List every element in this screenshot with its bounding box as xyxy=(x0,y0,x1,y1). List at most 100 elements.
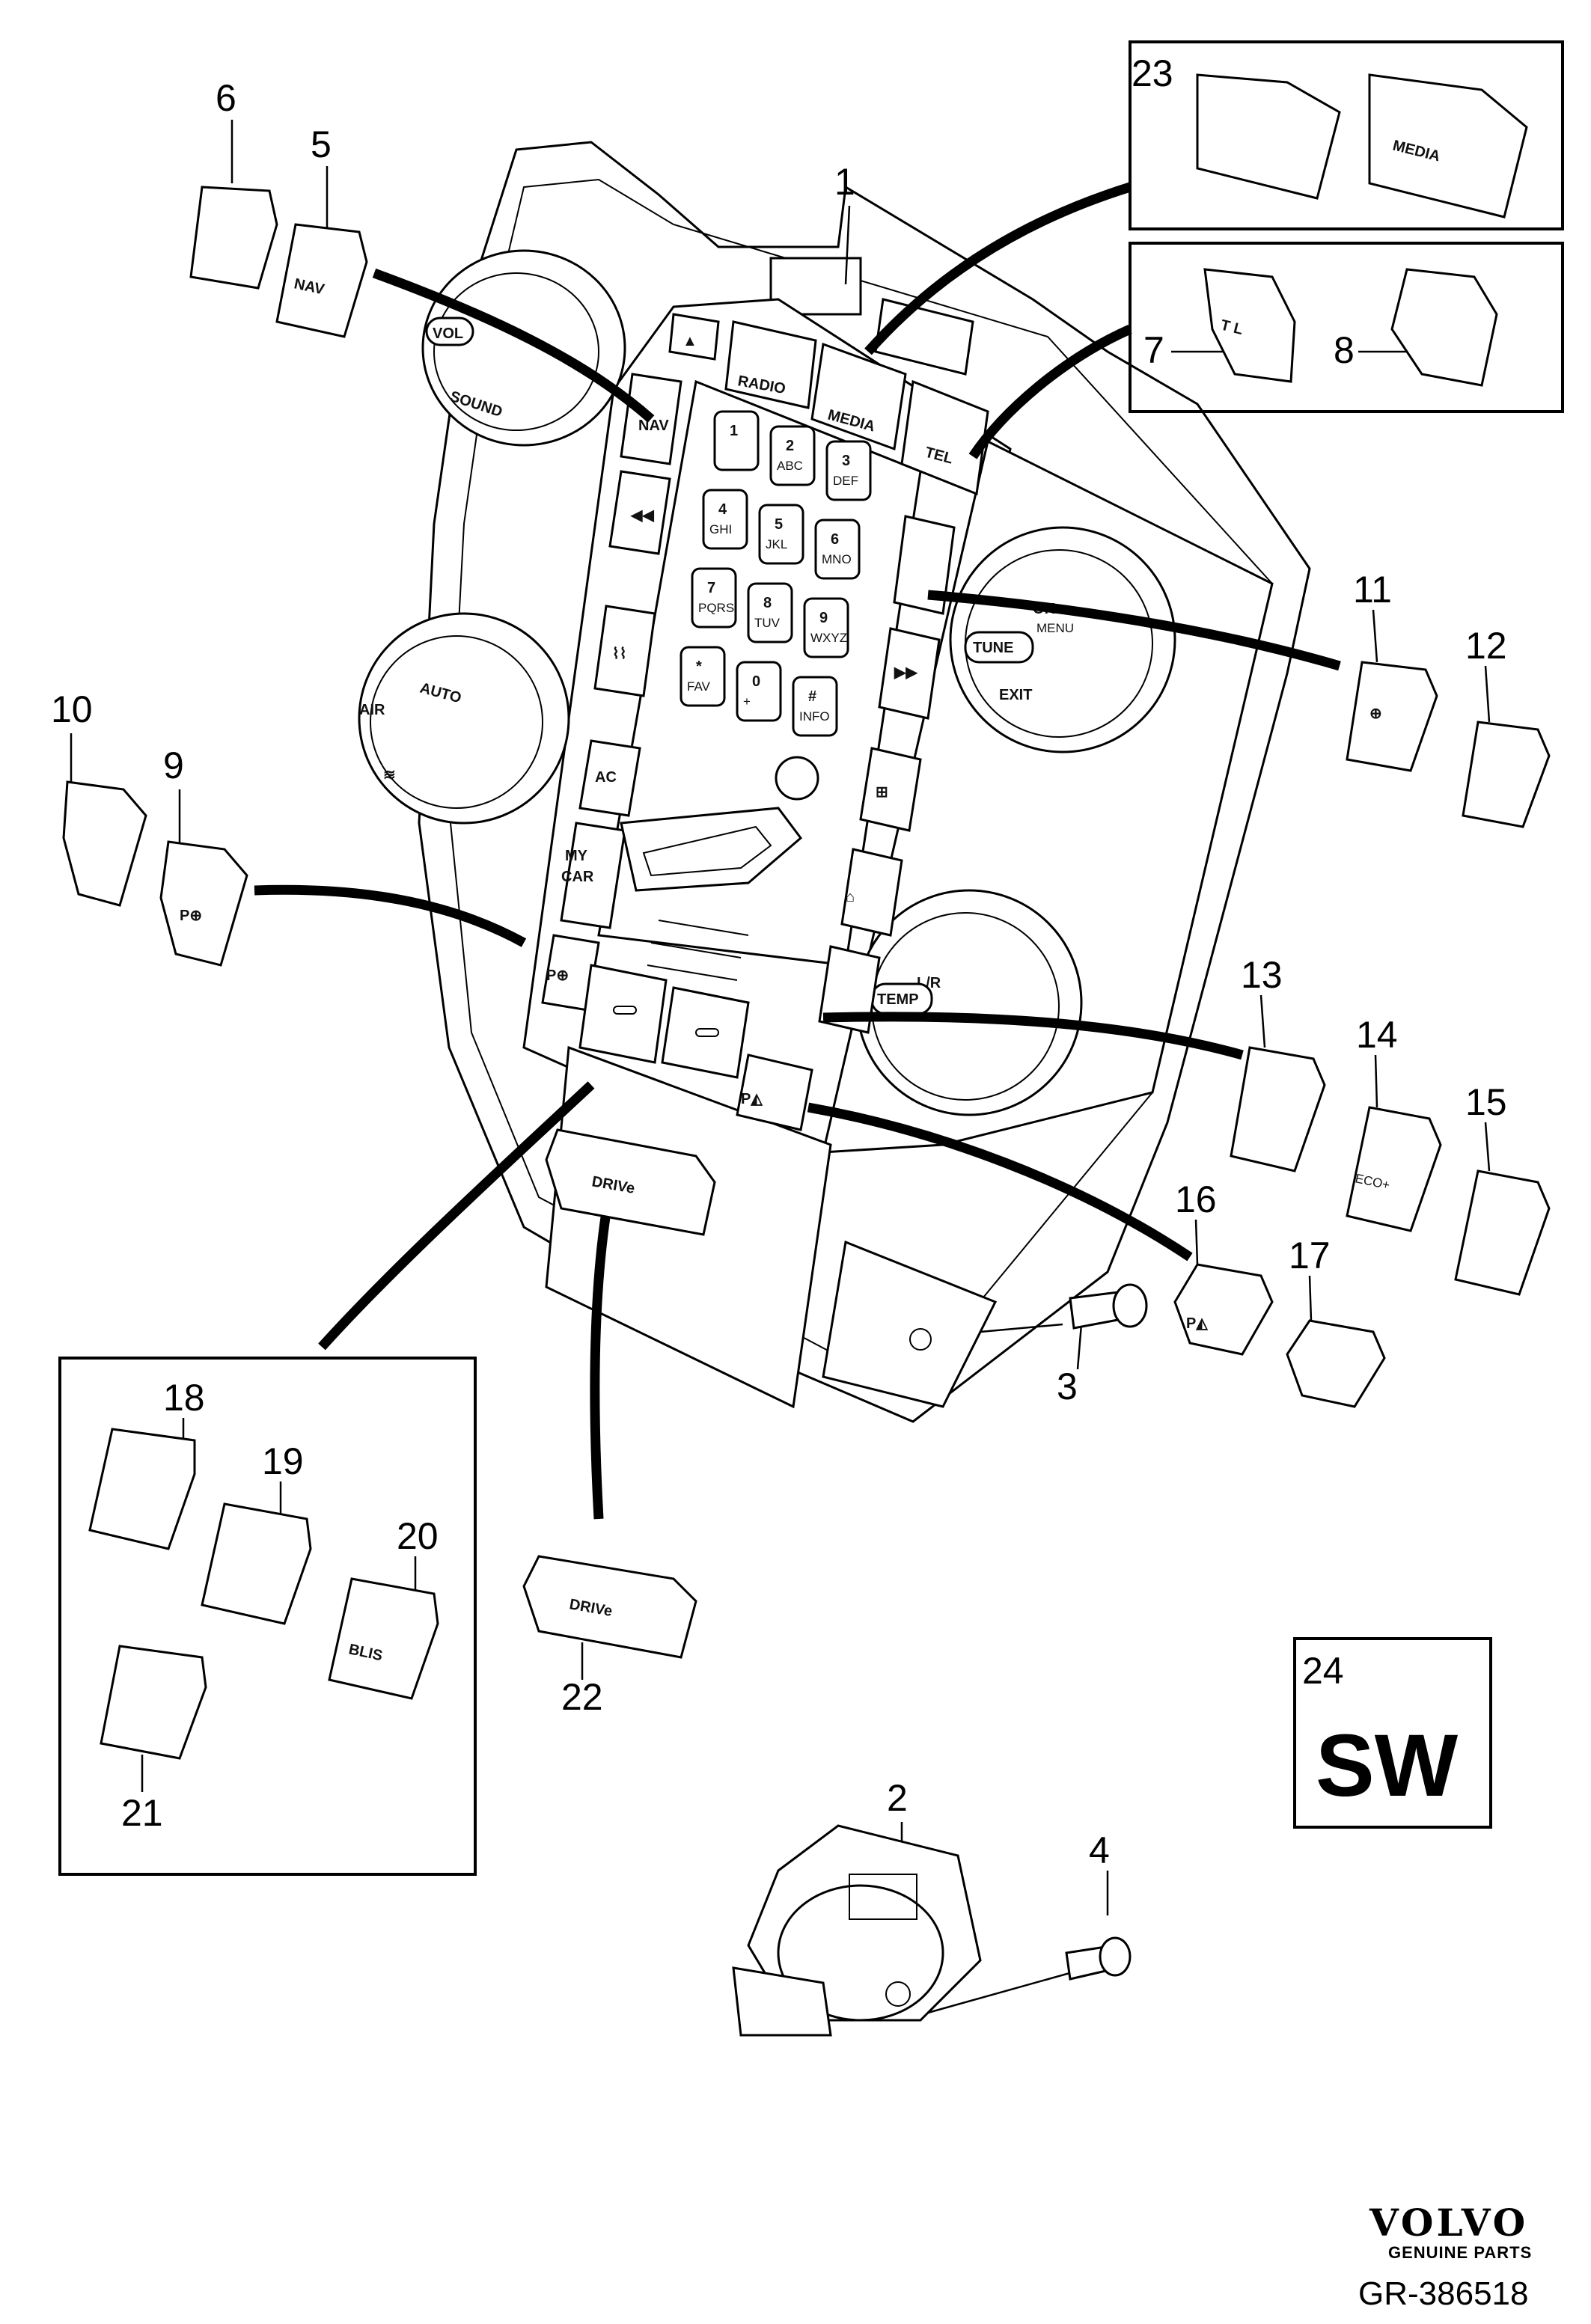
callout-13: 13 xyxy=(1241,954,1283,996)
exit-label: EXIT xyxy=(999,687,1032,703)
callout-24: 24 xyxy=(1302,1650,1344,1692)
keypad-key-11: 0+ xyxy=(736,661,782,722)
keypad-key-body xyxy=(814,519,861,580)
keypad-key-letters: DEF xyxy=(833,474,858,488)
cap-7 xyxy=(1203,268,1296,383)
assembly-arrows xyxy=(254,182,1341,1520)
diagram-reference: GR-386518 xyxy=(1358,2275,1528,2312)
frame-18-21 xyxy=(58,1357,477,1876)
prev-track-icon: ◀◀ xyxy=(630,507,654,524)
temp-label: TEMP xyxy=(877,991,919,1008)
keypad-key-letters: ABC xyxy=(777,459,803,473)
keypad-key-1: 1 xyxy=(713,410,760,471)
callout-17: 17 xyxy=(1289,1235,1331,1276)
cap-8 xyxy=(1390,268,1498,387)
keypad-key-number: 6 xyxy=(831,531,839,548)
keypad-key-body xyxy=(747,582,793,643)
keypad-key-body xyxy=(691,567,737,629)
car-label: CAR xyxy=(561,869,594,885)
keypad-key-body xyxy=(736,661,782,722)
callout-18: 18 xyxy=(163,1377,205,1419)
cap-20 xyxy=(328,1577,439,1700)
callout-12: 12 xyxy=(1465,625,1507,667)
callout-1: 1 xyxy=(834,161,855,203)
keypad-key-number: 3 xyxy=(842,453,850,469)
keypad-key-letters: + xyxy=(743,694,751,709)
keypad-key-body xyxy=(702,489,748,550)
tune-label: TUNE xyxy=(973,640,1013,656)
frame-7-8 xyxy=(1129,242,1564,413)
switch-module-2 xyxy=(732,1824,982,2037)
eject-icon: ▲ xyxy=(682,333,697,349)
air-label: AIR xyxy=(359,702,385,718)
keypad-key-number: # xyxy=(808,688,816,705)
globe-icon: ⊕ xyxy=(1369,706,1382,722)
callout-20: 20 xyxy=(397,1515,439,1557)
callout-23: 23 xyxy=(1132,52,1173,94)
keypad-key-number: * xyxy=(696,658,702,675)
keypad-key-body xyxy=(758,504,804,565)
keypad-key-number: 4 xyxy=(718,501,727,518)
volume-knob: VOL SOUND xyxy=(421,249,626,447)
callout-22: 22 xyxy=(561,1676,603,1718)
cap-9 xyxy=(159,840,248,967)
button-caps: NAV P⊕ ⊕ ECO+ P◭ MEDIA T L xyxy=(62,73,1551,1760)
keypad-key-number: 5 xyxy=(775,516,783,533)
callout-3: 3 xyxy=(1057,1366,1078,1407)
cap-18 xyxy=(88,1428,196,1550)
screw-4 xyxy=(1065,1936,1132,1981)
sw-label: SW xyxy=(1316,1716,1459,1815)
cap-16 xyxy=(1173,1263,1274,1356)
keypad-key-letters: MNO xyxy=(822,552,852,566)
cap-19 xyxy=(201,1502,312,1625)
park-sensor-icon: P◭ xyxy=(741,1091,763,1107)
screw-3 xyxy=(1069,1283,1148,1330)
volvo-wordmark: VOLVO xyxy=(1369,2201,1528,2245)
car-icon: ⌂ xyxy=(846,889,855,905)
frame-23 xyxy=(1129,40,1564,230)
callout-11: 11 xyxy=(1353,569,1392,611)
cap-11 xyxy=(1346,661,1438,772)
keypad-key-number: 9 xyxy=(819,610,828,626)
left-button-column: ▲ NAV ◀◀ ⌇⌇ AC MY CAR P⊕ xyxy=(541,313,720,1012)
cap-park-icon: P⊕ xyxy=(180,908,202,924)
keypad-key-number: 8 xyxy=(763,595,772,611)
cap-22 xyxy=(522,1555,697,1659)
cap-14 xyxy=(1346,1106,1442,1232)
callout-2: 2 xyxy=(887,1777,908,1819)
callout-14: 14 xyxy=(1356,1014,1398,1056)
cap-park-sensor-icon: P◭ xyxy=(1186,1315,1208,1332)
keypad-key-number: 1 xyxy=(730,423,738,439)
temperature-knob: L/R TEMP xyxy=(855,889,1083,1116)
keypad-key-12: # INFO xyxy=(792,676,838,737)
cap-12 xyxy=(1462,721,1551,828)
defrost-front-icon: ⌇⌇ xyxy=(612,646,627,662)
menu-label: MENU xyxy=(1036,621,1074,635)
park-assist-icon: P⊕ xyxy=(546,967,569,984)
keypad-key-body xyxy=(803,597,849,658)
callout-16: 16 xyxy=(1175,1178,1217,1220)
callout-21: 21 xyxy=(121,1792,163,1834)
callout-8: 8 xyxy=(1334,329,1355,371)
keypad-key-letters: FAV xyxy=(687,679,711,694)
callout-numbers: 1 2 3 4 5 6 7 8 9 10 11 12 13 14 15 16 1… xyxy=(51,52,1507,1871)
keypad-key-letters: INFO xyxy=(799,709,830,724)
ac-label: AC xyxy=(595,769,617,786)
keypad-key-letters: JKL xyxy=(766,537,787,551)
keypad-key-number: 0 xyxy=(752,673,760,690)
volvo-logo: VOLVO GENUINE PARTS xyxy=(1369,2201,1531,2262)
cap-21 xyxy=(100,1645,207,1760)
keypad-key-number: 7 xyxy=(707,580,715,596)
climate-fan-knob: AUTO AIR ≋ xyxy=(358,612,570,825)
panel-drive-button xyxy=(545,1128,716,1236)
cap-6 xyxy=(189,186,278,290)
vol-label: VOL xyxy=(433,325,463,342)
